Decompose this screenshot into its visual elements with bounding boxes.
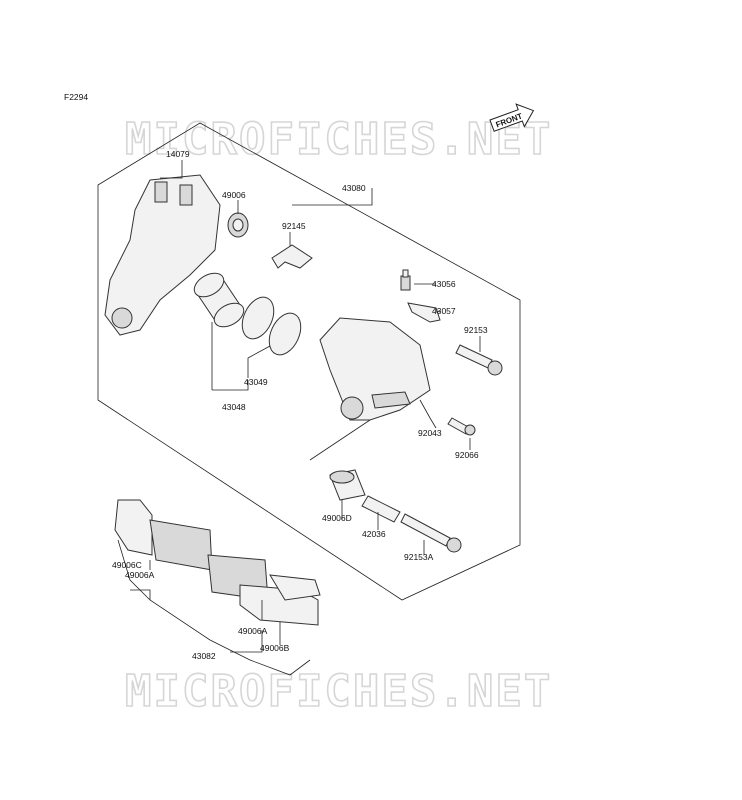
part-label-49006a-left: 49006A [125, 570, 155, 580]
caliper-assembly-outline [97, 122, 521, 601]
watermark-top: MICROFICHES.NET [125, 114, 552, 165]
bolt-92153 [455, 344, 503, 376]
bleeder-valve [400, 269, 411, 291]
part-label-43056: 43056 [432, 279, 456, 289]
caliper-body [319, 317, 431, 421]
part-label-43082: 43082 [192, 651, 216, 661]
piston-seal [241, 296, 275, 340]
boot-49006 [227, 212, 249, 238]
part-label-92043: 92043 [418, 428, 442, 438]
part-label-42036: 42036 [362, 529, 386, 539]
part-label-14079: 14079 [166, 149, 190, 159]
part-label-92153a: 92153A [404, 552, 434, 562]
brake-pad-right [207, 554, 321, 626]
part-label-92066: 92066 [455, 450, 479, 460]
part-label-49006a-right: 49006A [238, 626, 268, 636]
part-label-92153: 92153 [464, 325, 488, 335]
bleeder-cap [407, 302, 441, 323]
part-label-49006b: 49006B [260, 643, 290, 653]
figure-code: F2294 [64, 92, 88, 102]
part-label-49006c: 49006C [112, 560, 142, 570]
dust-seal [268, 312, 302, 356]
caliper-bracket [104, 174, 221, 336]
cap-92066 [464, 424, 476, 436]
part-label-43057: 43057 [432, 306, 456, 316]
boot-49006d [329, 469, 366, 501]
part-label-49006d: 49006D [322, 513, 352, 523]
part-label-43080: 43080 [342, 183, 366, 193]
part-label-92145: 92145 [282, 221, 306, 231]
sleeve-42036 [361, 495, 401, 523]
bolt-92153a [400, 513, 462, 553]
part-label-43049: 43049 [244, 377, 268, 387]
brake-pad-left [114, 499, 213, 571]
watermark-bottom: MICROFICHES.NET [125, 666, 552, 717]
part-label-49006: 49006 [222, 190, 246, 200]
pad-group-outline [117, 539, 311, 676]
piston [193, 272, 245, 328]
pad-spring [271, 244, 313, 269]
leader-lines [130, 160, 481, 653]
part-label-43048: 43048 [222, 402, 246, 412]
